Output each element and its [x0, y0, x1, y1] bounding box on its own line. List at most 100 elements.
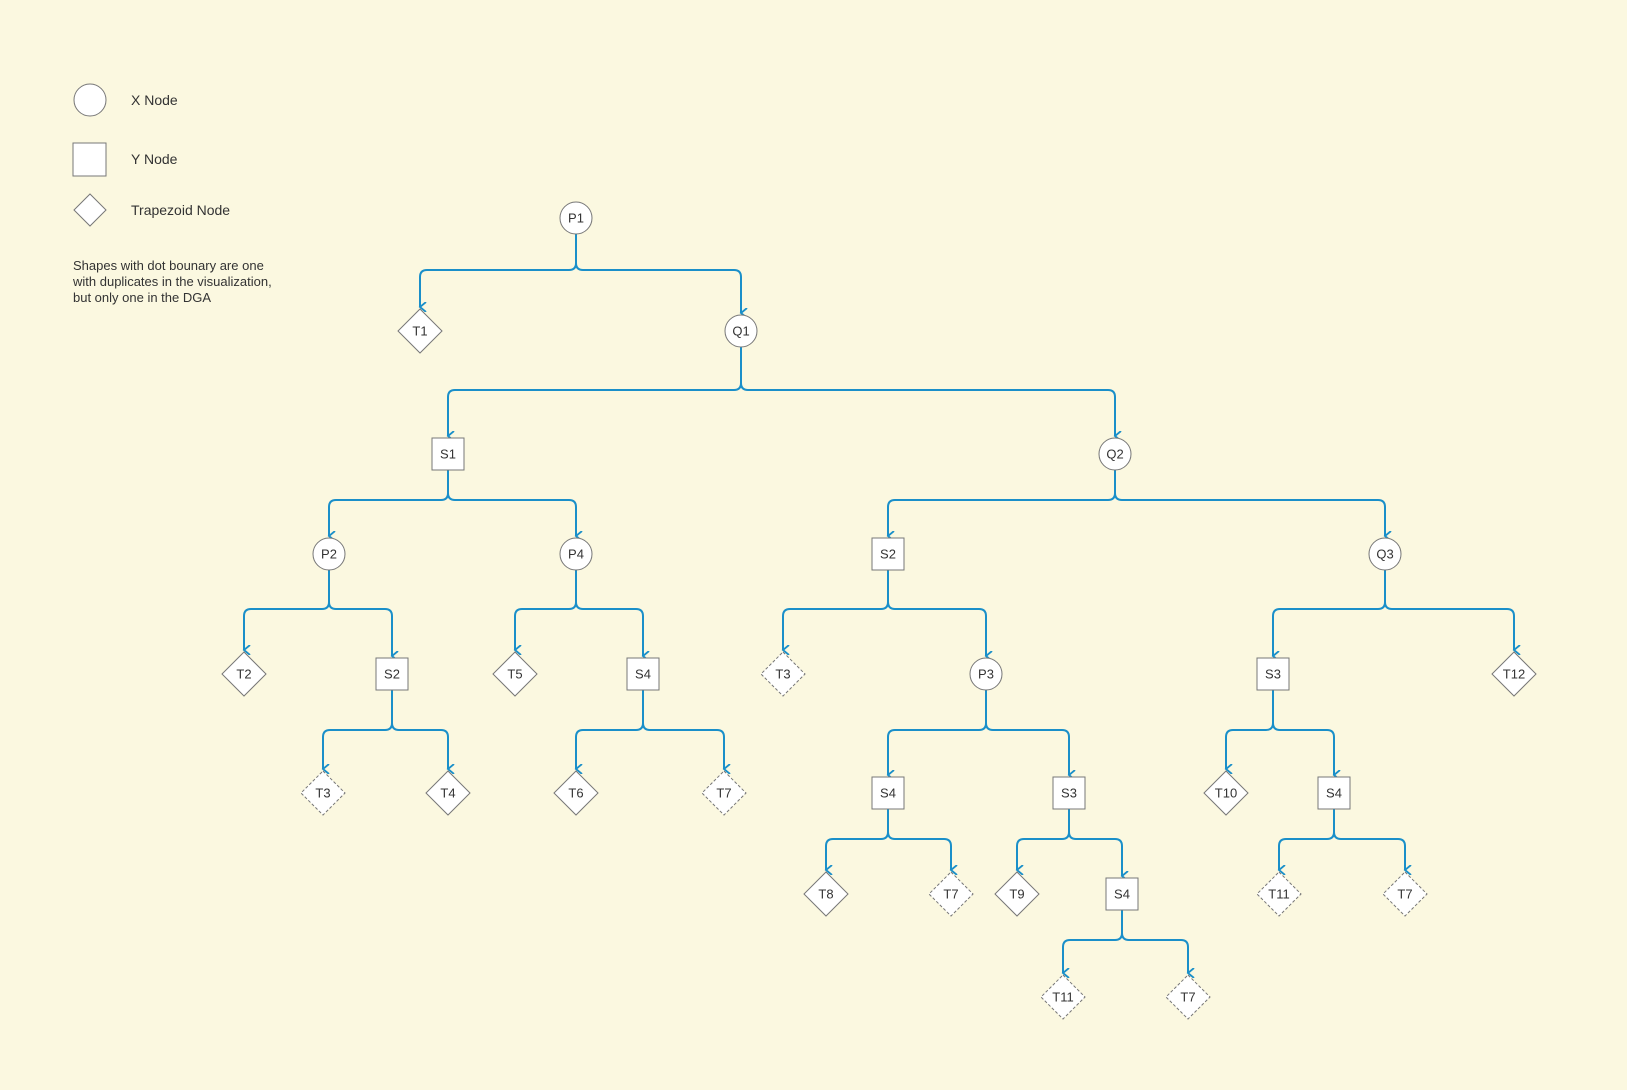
trapezoid-node-shape	[1165, 974, 1211, 1020]
node-label: S4	[1114, 887, 1130, 902]
node-label: Q2	[1106, 447, 1123, 462]
node-label: T9	[1009, 887, 1024, 902]
tree-edges	[244, 234, 1514, 973]
node-label: S3	[1061, 786, 1077, 801]
edge-q3-t12	[1384, 570, 1514, 650]
node-s3a[interactable]: S3	[1052, 776, 1086, 810]
y-node-shape	[375, 657, 409, 691]
node-label: P3	[978, 667, 994, 682]
node-s4b[interactable]: S4	[871, 776, 905, 810]
legend-note-line-1: Shapes with dot bounary are one	[73, 258, 264, 273]
edge-p4-s4a	[575, 570, 643, 656]
edge-s4a-t7a	[642, 690, 724, 769]
node-label: T11	[1052, 990, 1073, 1005]
node-label: T11	[1268, 887, 1289, 902]
edge-q1-s1	[448, 347, 742, 436]
node-t6[interactable]: T6	[553, 770, 599, 816]
y-node-shape	[1317, 776, 1351, 810]
trapezoid-node-shape	[803, 871, 849, 917]
node-t8[interactable]: T8	[803, 871, 849, 917]
node-label: P1	[568, 211, 584, 226]
node-t11a[interactable]: T11	[1040, 974, 1086, 1020]
x-node-shape	[969, 657, 1003, 691]
edge-p3-s3a	[985, 690, 1069, 775]
node-label: Q1	[732, 324, 749, 339]
node-t9[interactable]: T9	[994, 871, 1040, 917]
node-label: S3	[1265, 667, 1281, 682]
node-label: T3	[315, 786, 330, 801]
node-t3a[interactable]: T3	[300, 770, 346, 816]
edge-s3b-s4d	[1272, 690, 1334, 775]
node-s4d[interactable]: S4	[1317, 776, 1351, 810]
trapezoid-node-shape	[397, 308, 443, 354]
node-t10[interactable]: T10	[1203, 770, 1249, 816]
edge-p4-t5	[515, 570, 577, 650]
node-label: T1	[412, 324, 427, 339]
node-label: P4	[568, 547, 584, 562]
node-t1[interactable]: T1	[397, 308, 443, 354]
node-t11b[interactable]: T11	[1256, 871, 1302, 917]
node-s2a[interactable]: S2	[375, 657, 409, 691]
legend-x-node-label: X Node	[131, 92, 178, 108]
edge-s3a-s4c	[1068, 809, 1122, 876]
trapezoid-node-shape	[1382, 871, 1428, 917]
x-node-shape	[724, 314, 758, 348]
node-label: T7	[943, 887, 958, 902]
node-p4[interactable]: P4	[559, 537, 593, 571]
edge-p1-t1	[420, 234, 577, 307]
y-node-shape	[871, 776, 905, 810]
node-label: T10	[1215, 786, 1237, 801]
node-t7c[interactable]: T7	[1165, 974, 1211, 1020]
node-t12[interactable]: T12	[1491, 651, 1537, 697]
node-s2b[interactable]: S2	[871, 537, 905, 571]
node-q1[interactable]: Q1	[724, 314, 758, 348]
node-t5[interactable]: T5	[492, 651, 538, 697]
node-q2[interactable]: Q2	[1098, 437, 1132, 471]
edge-p2-t2	[244, 570, 330, 650]
node-label: S1	[440, 447, 456, 462]
node-p2[interactable]: P2	[312, 537, 346, 571]
trapezoid-node-shape	[994, 871, 1040, 917]
node-label: S2	[880, 547, 896, 562]
x-node-shape	[559, 201, 593, 235]
node-t2[interactable]: T2	[221, 651, 267, 697]
edge-s1-p4	[447, 470, 576, 536]
y-node-shape	[1052, 776, 1086, 810]
edge-s4b-t8	[826, 809, 889, 870]
node-t4[interactable]: T4	[425, 770, 471, 816]
y-node-shape	[871, 537, 905, 571]
node-s3b[interactable]: S3	[1256, 657, 1290, 691]
edge-s2a-t4	[391, 690, 448, 769]
x-node-shape	[1098, 437, 1132, 471]
node-t7d[interactable]: T7	[1382, 871, 1428, 917]
node-s1[interactable]: S1	[431, 437, 465, 471]
edge-s2b-t3b	[783, 570, 889, 650]
edge-q3-s3b	[1273, 570, 1386, 656]
node-s4a[interactable]: S4	[626, 657, 660, 691]
legend-trapezoid-node-icon	[73, 193, 107, 227]
trapezoid-node-shape	[300, 770, 346, 816]
node-label: Q3	[1376, 547, 1393, 562]
node-t3b[interactable]: T3	[760, 651, 806, 697]
node-t7b[interactable]: T7	[928, 871, 974, 917]
y-node-shape	[431, 437, 465, 471]
trapezoid-node-shape	[1491, 651, 1537, 697]
edge-s4d-t11b	[1279, 809, 1335, 870]
node-p3[interactable]: P3	[969, 657, 1003, 691]
node-q3[interactable]: Q3	[1368, 537, 1402, 571]
node-t7a[interactable]: T7	[701, 770, 747, 816]
node-p1[interactable]: P1	[559, 201, 593, 235]
x-node-shape	[312, 537, 346, 571]
y-node-shape	[626, 657, 660, 691]
edge-q2-s2b	[888, 470, 1116, 536]
edge-s4c-t11a	[1063, 910, 1123, 973]
node-label: S4	[1326, 786, 1342, 801]
edge-s2b-p3	[887, 570, 986, 656]
edge-s3a-t9	[1017, 809, 1070, 870]
node-s4c[interactable]: S4	[1105, 877, 1139, 911]
node-label: T5	[507, 667, 522, 682]
node-label: T2	[236, 667, 251, 682]
y-node-shape	[1105, 877, 1139, 911]
trapezoid-node-shape	[1040, 974, 1086, 1020]
